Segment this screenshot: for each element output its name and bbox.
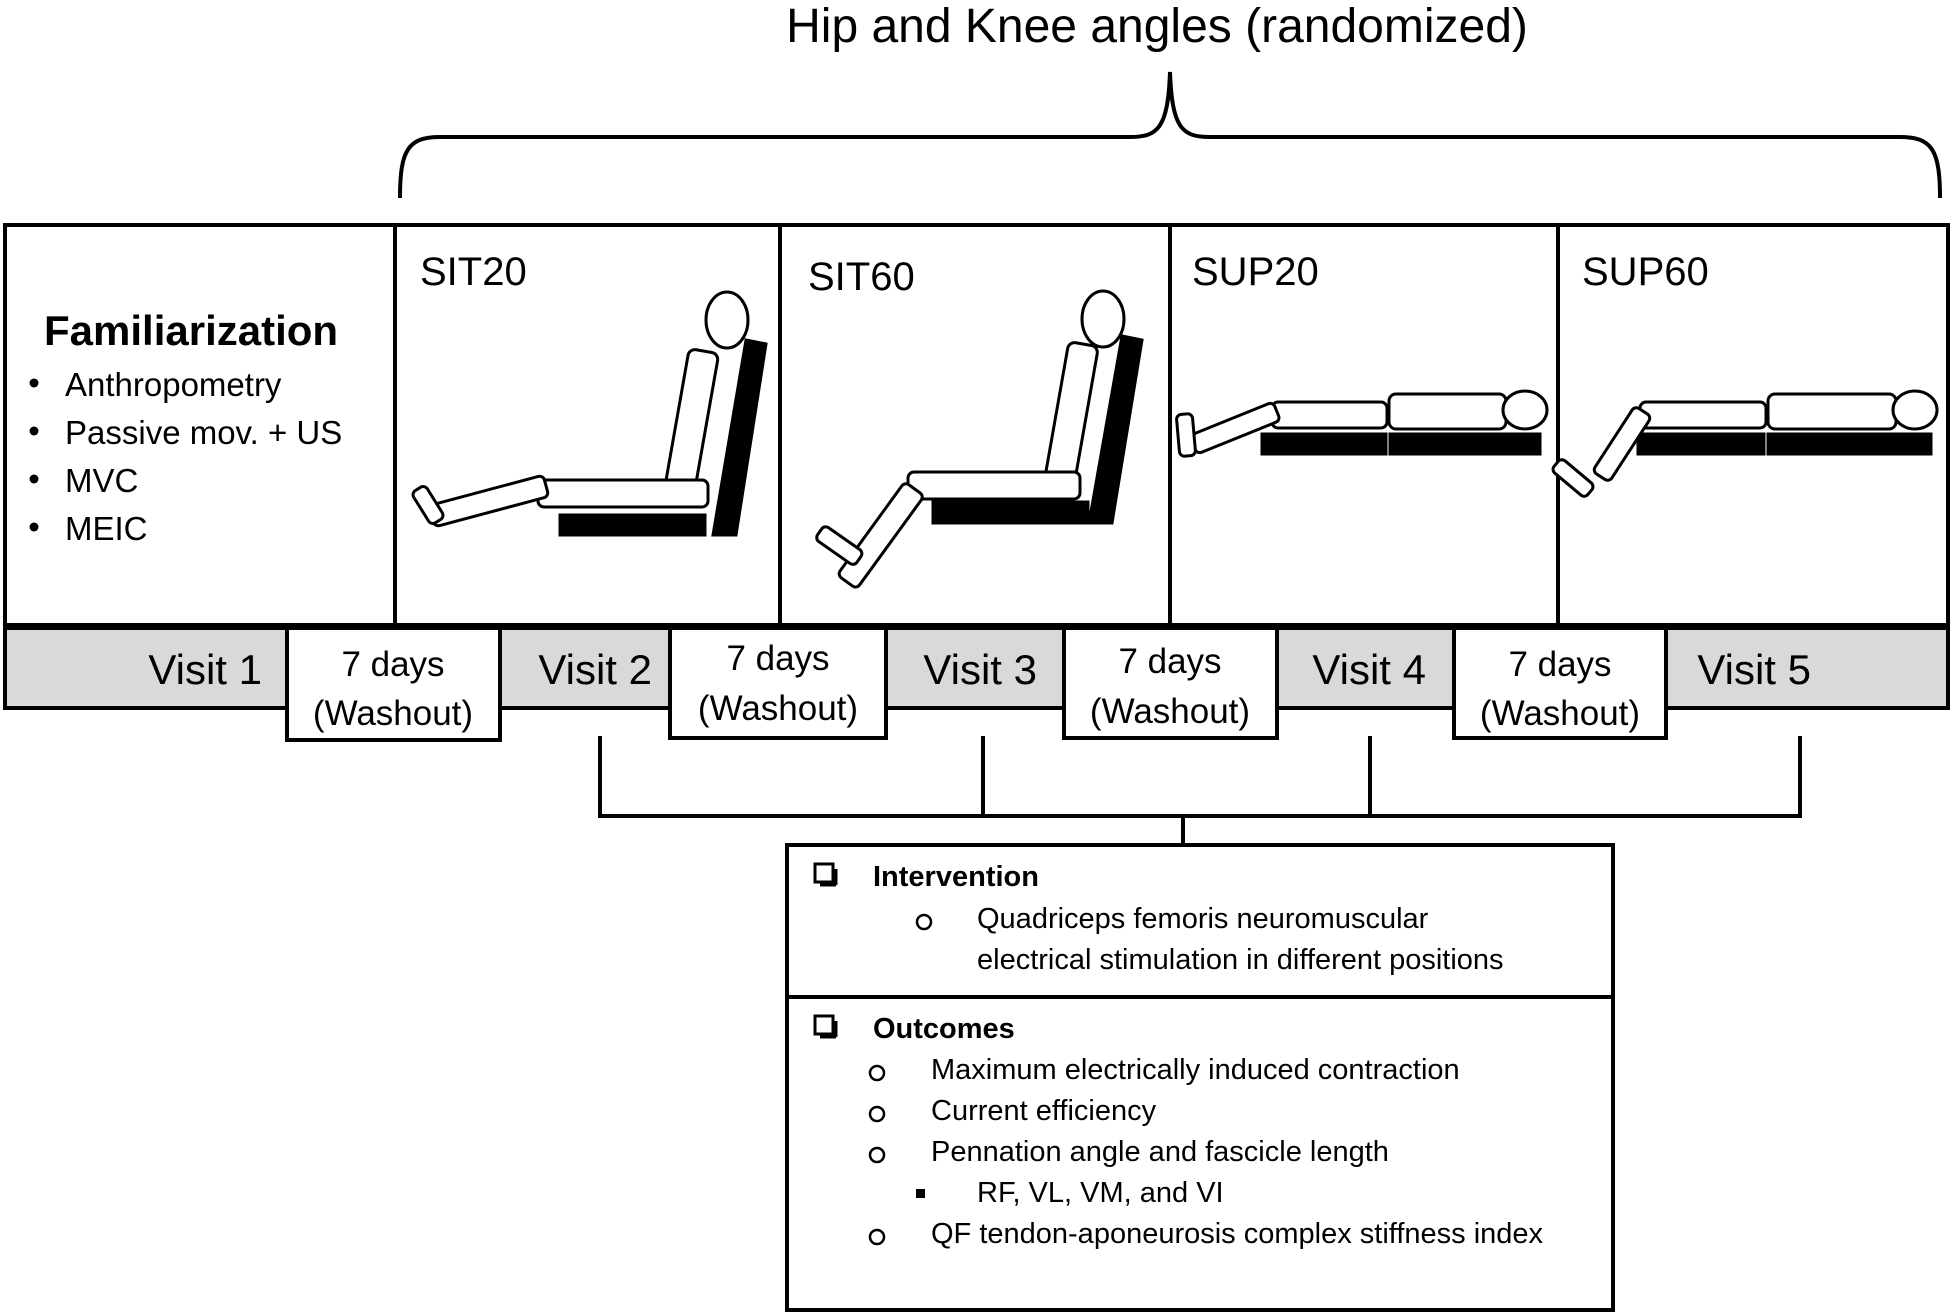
outcome-item: QF tendon-aponeurosis complex stiffness … <box>931 1218 1544 1250</box>
circle-bullet-icon <box>868 1105 886 1123</box>
washout-days: 7 days <box>1118 642 1221 681</box>
circle-bullet-icon <box>915 913 933 931</box>
position-label-sup20: SUP20 <box>1192 250 1319 294</box>
chair-seat <box>931 500 1090 525</box>
outcome-item: Current efficiency <box>931 1095 1157 1127</box>
visit-label: Visit 2 <box>538 646 652 693</box>
torso <box>1043 341 1099 491</box>
randomization-brace <box>398 71 1942 199</box>
intervention-line: electrical stimulation in different posi… <box>977 944 1504 976</box>
washout-box: 7 days (Washout) <box>1452 626 1668 740</box>
outcome-subitem: RF, VL, VM, and VI <box>977 1177 1224 1209</box>
familiarization-heading: Familiarization <box>44 307 338 354</box>
outcome-item: Maximum electrically induced contraction <box>931 1054 1460 1086</box>
washout-note: (Washout) <box>698 689 858 728</box>
thigh <box>536 478 710 509</box>
visit-label: Visit 5 <box>1697 646 1811 693</box>
sup20-figure <box>1175 389 1549 458</box>
foot <box>411 485 445 525</box>
head <box>1501 389 1549 431</box>
position-label-sit60: SIT60 <box>808 255 915 299</box>
torso <box>1387 392 1508 431</box>
head <box>704 290 750 350</box>
foot <box>1175 412 1197 458</box>
diagram-title: Hip and Knee angles (randomized) <box>786 0 1528 53</box>
square-bullet-icon <box>916 1189 925 1198</box>
foot <box>815 525 864 566</box>
bed-right <box>1388 432 1542 456</box>
washout-note: (Washout) <box>1090 692 1250 731</box>
checkbox-icon <box>813 862 835 884</box>
bullet <box>29 378 39 388</box>
washout-box: 7 days (Washout) <box>285 626 502 742</box>
washout-days: 7 days <box>726 639 829 678</box>
intervention-line: Quadriceps femoris neuromuscular <box>977 903 1429 935</box>
intervention-heading: Intervention <box>873 861 1039 893</box>
shank <box>1592 406 1652 482</box>
sup60-figure <box>1551 389 1939 498</box>
circle-bullet-icon <box>868 1228 886 1246</box>
protocol-box <box>785 843 1615 1312</box>
head <box>1891 389 1939 431</box>
shank <box>428 474 550 528</box>
thigh <box>1638 400 1768 430</box>
visit-label: Visit 3 <box>923 646 1037 693</box>
head <box>1080 289 1126 349</box>
bed-left <box>1636 432 1766 456</box>
thigh <box>1270 400 1389 430</box>
visit-label: Visit 1 <box>148 646 262 693</box>
washout-note: (Washout) <box>313 694 473 733</box>
washout-days: 7 days <box>1508 645 1611 684</box>
torso <box>1766 392 1898 431</box>
washout-box: 7 days (Washout) <box>668 626 888 740</box>
thigh <box>906 470 1082 501</box>
visit-connector <box>598 736 1802 845</box>
chair-back <box>711 338 768 537</box>
outcome-item: Pennation angle and fascicle length <box>931 1136 1389 1168</box>
foot <box>1551 458 1595 498</box>
bullet <box>29 522 39 532</box>
circle-bullet-icon <box>868 1064 886 1082</box>
washout-box: 7 days (Washout) <box>1062 626 1279 740</box>
position-label-sit20: SIT20 <box>420 250 527 294</box>
familiarization-item: Passive mov. + US <box>65 414 342 451</box>
chair-seat <box>558 513 707 537</box>
washout-note: (Washout) <box>1480 694 1640 733</box>
position-label-sup60: SUP60 <box>1582 250 1709 294</box>
sit60-figure <box>815 289 1144 589</box>
familiarization-item: MEIC <box>65 510 148 547</box>
sit20-figure <box>411 290 768 537</box>
chair-back <box>1087 334 1144 525</box>
familiarization-item: Anthropometry <box>65 366 282 403</box>
bullet <box>29 426 39 436</box>
sup60-panel <box>1556 223 1950 627</box>
checkbox-icon <box>813 1014 835 1036</box>
outcomes-heading: Outcomes <box>873 1013 1015 1045</box>
circle-bullet-icon <box>868 1146 886 1164</box>
familiarization-item: MVC <box>65 462 138 499</box>
bed-right <box>1766 432 1933 456</box>
bed-left <box>1260 432 1388 456</box>
washout-days: 7 days <box>341 645 444 684</box>
bullet <box>29 474 39 484</box>
visit-label: Visit 4 <box>1312 646 1426 693</box>
familiarization-list: Anthropometry Passive mov. + US MVC MEIC <box>29 366 342 547</box>
shank <box>837 482 924 589</box>
